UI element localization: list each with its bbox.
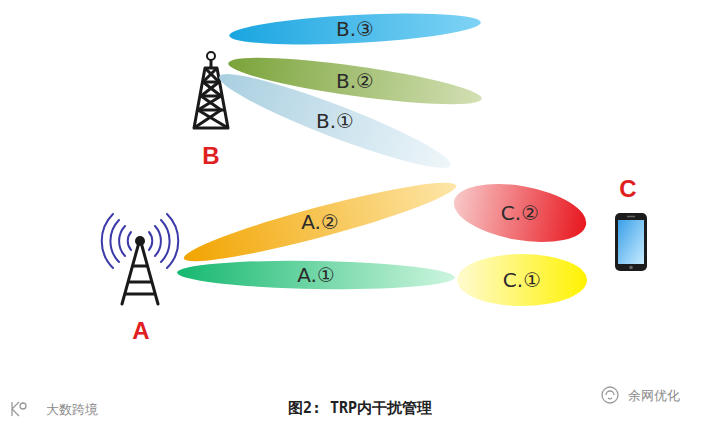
beam-label: A.① — [297, 263, 335, 287]
site-label: C — [619, 175, 636, 203]
beam-label: B.③ — [336, 17, 374, 41]
tower-b — [194, 52, 228, 128]
site-label: B — [202, 142, 219, 170]
beam: C.① — [457, 254, 587, 306]
beam-label: B.① — [316, 109, 354, 133]
watermark: 余网优化 — [628, 387, 680, 405]
site-label: A — [132, 317, 149, 345]
beam-ellipse — [180, 171, 460, 273]
beam-ellipse — [449, 175, 590, 251]
beam: A.① — [177, 261, 455, 289]
figure-caption: 图2: TRP内干扰管理 — [288, 399, 432, 418]
beam-ellipse — [214, 62, 457, 181]
beam: C.② — [453, 186, 587, 240]
beam: A.② — [179, 207, 461, 237]
watermark: 大数跨境 — [46, 401, 98, 419]
beam-label: B.② — [336, 69, 374, 93]
beam: B.① — [211, 105, 459, 137]
beam-ellipse — [457, 254, 587, 306]
beam-ellipse — [228, 8, 481, 49]
beam-label: C.② — [501, 201, 539, 225]
tower-a — [102, 214, 179, 304]
beam-ellipse — [177, 259, 455, 292]
beam: B.③ — [229, 15, 481, 43]
phone-c — [615, 213, 647, 271]
beam-label: C.① — [503, 268, 541, 292]
beam-label: A.② — [301, 210, 339, 234]
